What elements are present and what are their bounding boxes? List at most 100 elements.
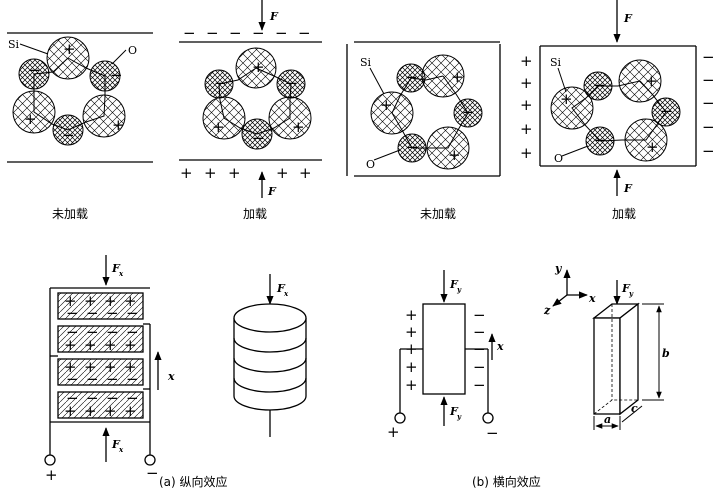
- dim-a-label: a: [604, 413, 611, 426]
- svg-text:Si: Si: [550, 56, 562, 69]
- svg-text:−: −: [473, 340, 486, 358]
- svg-text:−: −: [594, 131, 607, 149]
- svg-text:+: +: [520, 74, 533, 92]
- svg-text:−: −: [702, 48, 715, 66]
- svg-text:O: O: [366, 158, 375, 171]
- svg-text:+: +: [451, 68, 464, 86]
- svg-text:−: −: [86, 323, 99, 341]
- svg-text:−: −: [702, 94, 715, 112]
- caption-unloaded-2: 未加载: [420, 207, 456, 221]
- crystal-plate: [57, 292, 144, 320]
- svg-text:F: F: [111, 438, 121, 451]
- svg-text:F: F: [623, 12, 633, 25]
- svg-text:x: x: [118, 445, 124, 454]
- svg-text:−: −: [126, 389, 139, 407]
- svg-text:−: −: [660, 102, 673, 120]
- svg-text:x: x: [283, 289, 289, 298]
- svg-text:+: +: [84, 292, 97, 310]
- svg-text:x: x: [496, 340, 504, 353]
- svg-text:x: x: [118, 269, 124, 278]
- panel-3-unloaded-transverse: + + + − − − Si O 未加载: [346, 41, 501, 221]
- svg-text:+: +: [104, 402, 117, 420]
- svg-text:−: −: [206, 24, 219, 42]
- svg-text:+: +: [104, 292, 117, 310]
- svg-text:+: +: [387, 423, 400, 441]
- dim-c-label: c: [631, 402, 638, 415]
- charge-minus: −: [28, 61, 41, 79]
- svg-text:y: y: [628, 289, 634, 298]
- svg-text:−: −: [229, 24, 242, 42]
- transverse-plate-circuit: F y + − + + + + + − − − − − x F y: [387, 270, 504, 442]
- svg-text:+: +: [84, 336, 97, 354]
- svg-text:+: +: [228, 164, 241, 182]
- svg-text:+: +: [180, 164, 193, 182]
- crystal-plate: [57, 358, 144, 386]
- charge-plus: +: [112, 116, 125, 134]
- svg-text:+: +: [84, 402, 97, 420]
- svg-text:+: +: [45, 466, 58, 484]
- svg-text:−: −: [106, 304, 119, 322]
- svg-text:−: −: [473, 358, 486, 376]
- svg-text:−: −: [405, 68, 418, 86]
- svg-text:F: F: [267, 185, 277, 198]
- plate-charges: + + + + − − − − − − − − + + + + + + + + …: [64, 292, 139, 420]
- svg-text:+: +: [299, 164, 312, 182]
- svg-text:+: +: [292, 118, 305, 136]
- svg-text:−: −: [473, 306, 486, 324]
- svg-text:−: −: [702, 118, 715, 136]
- svg-text:+: +: [204, 164, 217, 182]
- svg-text:−: −: [183, 24, 196, 42]
- svg-text:y: y: [456, 412, 462, 421]
- axis-z-label: z: [543, 304, 551, 317]
- svg-text:+: +: [405, 306, 418, 324]
- panel-1-unloaded-longitudinal: + + + − − − Si O 未加载: [7, 32, 153, 221]
- svg-text:−: −: [406, 138, 419, 156]
- svg-text:+: +: [124, 358, 137, 376]
- svg-text:+: +: [405, 323, 418, 341]
- svg-text:+: +: [104, 358, 117, 376]
- svg-text:F: F: [111, 262, 121, 275]
- axis-x-label: x: [588, 292, 596, 305]
- svg-text:F: F: [621, 282, 631, 295]
- svg-text:+: +: [645, 72, 658, 90]
- svg-text:−: −: [702, 142, 715, 160]
- svg-text:+: +: [520, 52, 533, 70]
- svg-text:+: +: [252, 58, 265, 76]
- svg-text:−: −: [486, 424, 499, 442]
- svg-text:+: +: [64, 292, 77, 310]
- svg-text:−: −: [86, 389, 99, 407]
- si-label: Si: [8, 38, 20, 51]
- svg-text:F: F: [449, 278, 459, 291]
- svg-text:+: +: [64, 358, 77, 376]
- svg-text:+: +: [520, 144, 533, 162]
- svg-text:F: F: [449, 405, 459, 418]
- svg-text:+: +: [124, 336, 137, 354]
- svg-text:Si: Si: [360, 56, 372, 69]
- svg-text:−: −: [86, 370, 99, 388]
- svg-text:−: −: [593, 76, 606, 94]
- bottom-plus-charges: + + + + +: [180, 164, 312, 182]
- svg-text:+: +: [124, 402, 137, 420]
- side-charges: + + + + + − − − − −: [405, 306, 486, 394]
- charge-minus: −: [110, 66, 123, 84]
- svg-text:+: +: [448, 146, 461, 164]
- svg-text:−: −: [86, 304, 99, 322]
- svg-text:−: −: [126, 323, 139, 341]
- svg-text:−: −: [66, 304, 79, 322]
- right-minus-charges: − − − − −: [702, 48, 715, 160]
- svg-text:−: −: [252, 24, 265, 42]
- svg-text:−: −: [106, 389, 119, 407]
- axis-y-label: y: [554, 262, 563, 275]
- cylinder-stack: F x: [233, 274, 307, 437]
- svg-text:−: −: [275, 24, 288, 42]
- top-minus-charges: − − − − − −: [183, 24, 311, 42]
- svg-text:−: −: [298, 24, 311, 42]
- charge-plus: +: [63, 40, 76, 58]
- crystal-plate: [57, 391, 144, 419]
- caption-loaded-2: 加载: [612, 207, 636, 221]
- svg-text:−: −: [66, 370, 79, 388]
- svg-text:−: −: [702, 71, 715, 89]
- terminal-negative: [144, 454, 156, 466]
- svg-text:F: F: [623, 182, 633, 195]
